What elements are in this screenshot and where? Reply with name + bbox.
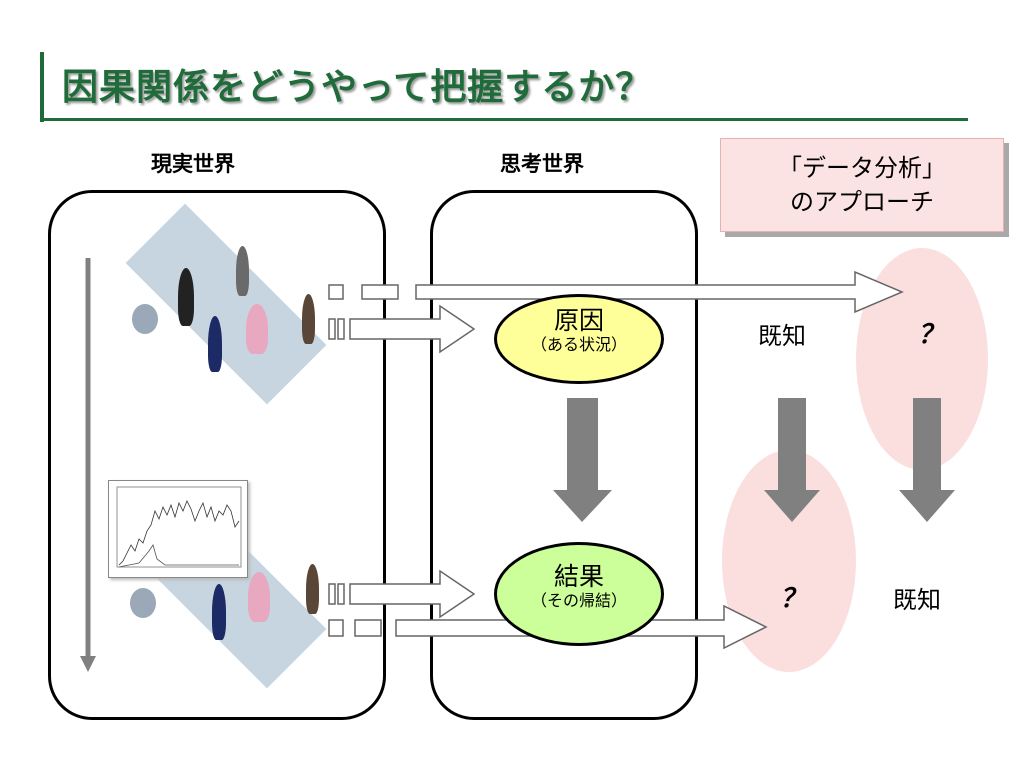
inset-chart-frame	[116, 486, 242, 568]
arrow-to-effect-node	[349, 569, 476, 619]
inset-time-series-chart	[108, 480, 248, 578]
pedestrian-icon	[178, 268, 194, 326]
pedestrian-icon	[302, 294, 315, 344]
arrow-to-known-cause	[415, 270, 904, 314]
inset-chart-line-2	[118, 544, 239, 568]
page-title: 因果関係をどうやって把握するか？	[62, 67, 653, 108]
inset-chart-svg	[116, 486, 242, 568]
unknown-effect-mark: ？	[780, 584, 807, 614]
arrow-dash-segment	[361, 284, 399, 300]
time-arrow-head	[80, 656, 96, 672]
pedestrian-icon	[236, 246, 249, 296]
cause-node: 原因 （ある状況）	[494, 294, 664, 384]
arrow-dash-segment	[337, 318, 345, 340]
real-world-label: 現実世界	[151, 152, 235, 176]
arrow-to-cause-node	[349, 304, 476, 354]
data-analysis-approach-box: 「データ分析」 のアプローチ	[720, 138, 1004, 232]
arrow-dash-segment	[328, 318, 336, 340]
effect-node-title: 結果	[553, 562, 604, 591]
cause-node-subtitle: （ある状況）	[530, 335, 627, 354]
trash-can-icon	[130, 588, 156, 618]
street-scene-photo-before	[96, 203, 366, 414]
effect-node-subtitle: （その帰結）	[530, 591, 627, 610]
known-cause-label: 既知	[758, 322, 806, 350]
arrow-dash-segment	[328, 284, 344, 300]
inset-chart-line-1	[118, 500, 240, 566]
approach-line-1: 「データ分析」	[778, 154, 946, 182]
arrow-dash-segment	[337, 583, 345, 605]
arrow-dash-segment	[354, 619, 382, 637]
pedestrian-icon	[306, 564, 319, 614]
arrow-dash-segment	[328, 583, 336, 605]
pedestrian-icon	[212, 584, 226, 640]
title-underline	[40, 118, 968, 121]
pedestrian-icon	[208, 316, 222, 372]
known-to-unknown-arrow	[764, 398, 820, 522]
effect-node: 結果 （その帰結）	[494, 542, 664, 646]
cause-node-title: 原因	[553, 306, 604, 335]
unknown-to-known-arrow	[899, 398, 955, 522]
cause-to-effect-arrow	[553, 398, 612, 522]
trash-can-icon	[132, 304, 158, 334]
title-accent-bar	[40, 52, 44, 122]
cyclist-icon	[246, 304, 268, 354]
thought-world-label: 思考世界	[500, 152, 584, 176]
approach-line-2: のアプローチ	[790, 188, 934, 216]
arrow-dash-segment	[328, 619, 344, 637]
known-effect-label: 既知	[893, 586, 941, 614]
cyclist-icon	[248, 572, 270, 622]
unknown-cause-mark: ？	[918, 320, 945, 350]
